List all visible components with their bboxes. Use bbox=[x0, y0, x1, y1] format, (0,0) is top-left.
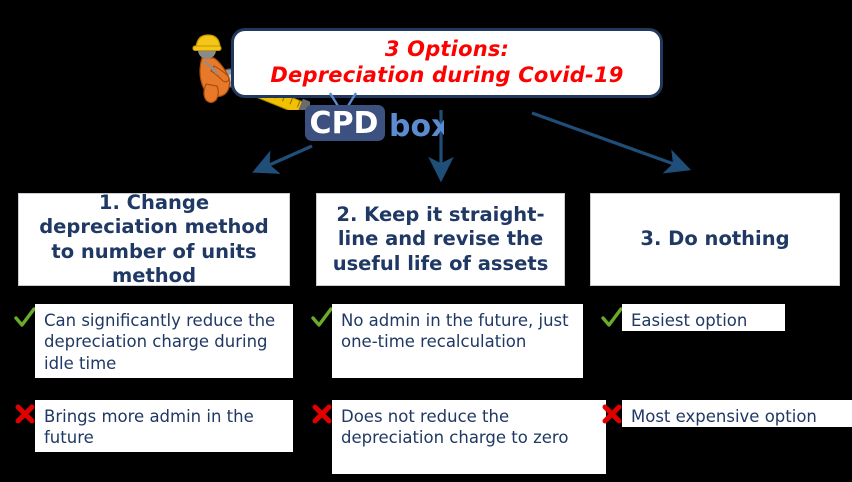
cpdbox-logo[interactable]: CPD box bbox=[296, 92, 444, 148]
check-icon bbox=[311, 307, 333, 327]
pro-item-3-text: Easiest option bbox=[622, 304, 785, 331]
page-title-line-2: Depreciation during Covid-19 bbox=[270, 63, 624, 87]
option-title-2-text: 2. Keep it straight-line and revise the … bbox=[332, 203, 549, 275]
arrow-to-option-1 bbox=[252, 144, 313, 174]
header-banner: 3 Options: Depreciation during Covid-19 bbox=[231, 28, 663, 98]
option-title-3[interactable]: 3. Do nothing bbox=[590, 193, 840, 286]
option-title-1-text: 1. Change depreciation method to number … bbox=[39, 191, 269, 287]
option-title-1[interactable]: 1. Change depreciation method to number … bbox=[18, 191, 290, 287]
pro-item-1-text: Can significantly reduce the depreciatio… bbox=[35, 304, 293, 378]
pro-item-2-text: No admin in the future, just one-time re… bbox=[332, 304, 583, 378]
cross-icon bbox=[15, 404, 35, 424]
cross-icon bbox=[602, 404, 622, 424]
con-item-1-text: Brings more admin in the future bbox=[35, 400, 293, 452]
page-title-line-1: 3 Options: bbox=[384, 37, 510, 62]
cross-icon bbox=[312, 404, 332, 424]
option-title-3-text: 3. Do nothing bbox=[640, 227, 790, 251]
arrow-to-option-3 bbox=[531, 111, 692, 174]
logo-text-box: box bbox=[389, 109, 444, 144]
page-title: 3 Options: Depreciation during Covid-19 bbox=[234, 31, 660, 95]
con-item-3-text: Most expensive option bbox=[622, 400, 852, 427]
con-item-2-text: Does not reduce the depreciation charge … bbox=[332, 400, 606, 474]
check-icon bbox=[14, 307, 36, 327]
option-title-2[interactable]: 2. Keep it straight-line and revise the … bbox=[316, 193, 565, 286]
logo-text-cpd: CPD bbox=[310, 106, 379, 141]
check-icon bbox=[601, 307, 623, 327]
